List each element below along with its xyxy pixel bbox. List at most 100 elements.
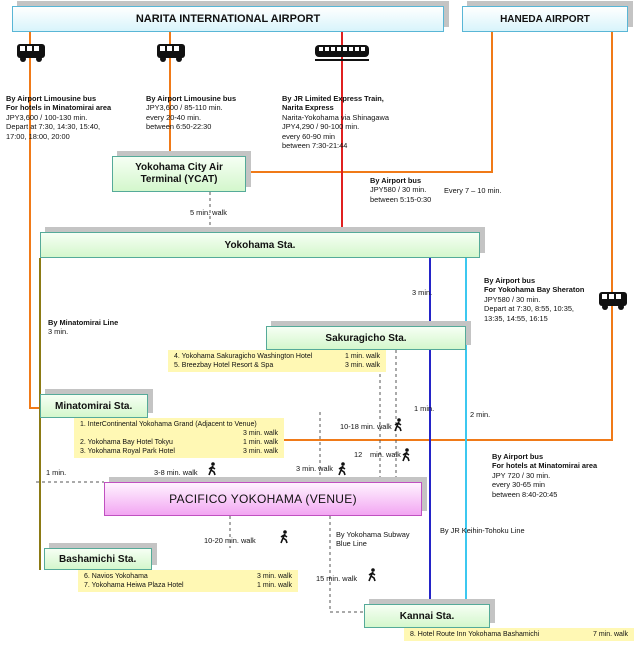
- route-note-line: Depart at 7:30, 14:30, 15:40,: [6, 122, 101, 132]
- walking-routes: [36, 192, 397, 613]
- hotel-row: 8. Hotel Route Inn Yokohama Bashamichi 7 …: [410, 630, 628, 639]
- subway-label-line2: Blue Line: [336, 539, 367, 549]
- walk-12-unit-label: min. walk: [370, 450, 401, 459]
- route-note-line: By Airport bus: [484, 276, 536, 285]
- sakuragicho-station-label: Sakuragicho Sta.: [325, 332, 407, 344]
- route-note-line: For hotels at Minatomirai area: [492, 461, 598, 471]
- route-note-line: Depart at 7:30, 8:55, 10:35,: [484, 304, 574, 314]
- route-note-line: Narita Express: [282, 103, 334, 113]
- route-note-line: JPY4,290 / 90-100 min.: [282, 122, 360, 132]
- bus-icon: [157, 44, 185, 62]
- pedestrian-icon: [394, 418, 402, 432]
- hotel-walk-time: 1 min. walk: [344, 353, 380, 360]
- route-note-line: By JR Limited Express Train,: [282, 94, 384, 103]
- pedestrian-icon: [368, 568, 376, 582]
- hotel-walk-time: 3 min. walk: [242, 448, 278, 455]
- olive-line-1min: 1 min.: [46, 468, 67, 477]
- haneda-airport: HANEDA AIRPORT: [462, 6, 628, 32]
- minatomirai-line-label: By Minatomirai Line 3 min.: [48, 318, 118, 337]
- walk-15-label: 15 min. walk: [316, 574, 358, 583]
- venue-pacifico-yokohama: PACIFICO YOKOHAMA (VENUE): [104, 482, 422, 516]
- route-note-line: For hotels in Minatomirai area: [6, 103, 112, 113]
- hotels-kannai: 8. Hotel Route Inn Yokohama Bashamichi 7 …: [404, 628, 634, 641]
- subway-label-line1: By Yokohama Subway: [336, 530, 410, 539]
- yokohama-station-label: Yokohama Sta.: [224, 239, 296, 251]
- subway-blue-line-label: By Yokohama Subway Blue Line: [336, 530, 410, 549]
- walk-10-20-label: 10-20 min. walk: [204, 536, 256, 545]
- route-note-line: By Airport Limousine bus: [6, 94, 97, 103]
- hotel-walk-time: 1 min. walk: [256, 582, 292, 589]
- sakuragicho-station: Sakuragicho Sta.: [266, 326, 466, 350]
- keihin-line-2min: 2 min.: [470, 410, 491, 419]
- hotel-row: 5. Breezbay Hotel Resort & Spa 3 min. wal…: [174, 361, 380, 370]
- hotel-walk-time: 3 min. walk: [256, 573, 292, 580]
- route-note-line: Narita-Yokohama via Shinagawa: [282, 112, 389, 122]
- kannai-station-label: Kannai Sta.: [399, 610, 455, 622]
- route-note-line: every 60-90 min: [282, 131, 335, 141]
- walk-venue-kannai: [329, 516, 364, 613]
- minatomirai-line-time: 3 min.: [48, 327, 69, 337]
- walk-12-label: 12: [354, 450, 363, 459]
- blue-line-1min: 1 min.: [414, 404, 435, 413]
- minatomirai-line-name: By Minatomirai Line: [48, 318, 119, 327]
- hotel-name: 4. Yokohama Sakuragicho Washington Hotel: [174, 353, 313, 360]
- haneda-ycat-frequency: Every 7 – 10 min.: [444, 186, 502, 195]
- hotel-row: 3. Yokohama Royal Park Hotel 3 min. walk: [80, 447, 278, 456]
- narita-airport: NARITA INTERNATIONAL AIRPORT: [12, 6, 444, 32]
- route-note-line: every 20-40 min.: [146, 112, 202, 122]
- ycat-station: Yokohama City Air Terminal (YCAT): [112, 156, 246, 192]
- route-note-line: between 5:15-0:30: [370, 194, 432, 204]
- route-note-line: JPY 720 / 30 min.: [492, 470, 551, 480]
- kannai-station: Kannai Sta.: [364, 604, 490, 628]
- hotel-row: 7. Yokohama Heiwa Plaza Hotel 1 min. walk: [84, 581, 292, 590]
- route-note-line: JPY580 / 30 min.: [484, 294, 541, 304]
- hotel-name: 3. Yokohama Royal Park Hotel: [80, 448, 175, 455]
- walk-3-label: 3 min. walk: [296, 464, 333, 473]
- hotel-walk-time: 1 min. walk: [242, 439, 278, 446]
- hotel-row: 2. Yokohama Bay Hotel Tokyu 1 min. walk: [80, 438, 278, 447]
- minatomirai-station: Minatomirai Sta.: [40, 394, 148, 418]
- hotel-walk-time: 3 min. walk: [344, 362, 380, 369]
- hotel-name: 7. Yokohama Heiwa Plaza Hotel: [84, 582, 184, 589]
- route-haneda-minatomirai: [265, 32, 613, 441]
- route-narita-minatomirai: [29, 32, 40, 409]
- walk-10-18-label: 10-18 min. walk: [340, 422, 392, 431]
- hotel-name: 5. Breezbay Hotel Resort & Spa: [174, 362, 274, 369]
- route-haneda-ycat: [245, 32, 493, 173]
- blue-line-3min: 3 min.: [412, 288, 433, 297]
- ycat-label-line2: Terminal (YCAT): [140, 174, 218, 185]
- route-note-line: For Yokohama Bay Sheraton: [484, 285, 585, 295]
- route-note-line: JPY3,600 / 100-130 min.: [6, 112, 88, 122]
- hotel-walk-time: 7 min. walk: [592, 631, 628, 638]
- narita-airport-label: NARITA INTERNATIONAL AIRPORT: [135, 13, 321, 25]
- hotels-minatomirai: 1. InterContinental Yokohama Grand (Adja…: [74, 418, 284, 458]
- route-note-line: between 7:30-21:44: [282, 141, 348, 151]
- hotel-name: 8. Hotel Route Inn Yokohama Bashamichi: [410, 631, 540, 638]
- pedestrian-icon: [208, 462, 216, 476]
- hotels-sakuragicho: 4. Yokohama Sakuragicho Washington Hotel…: [168, 350, 386, 372]
- route-note-line: JPY580 / 30 min.: [370, 185, 427, 195]
- train-icon: [315, 45, 369, 61]
- route-note-line: By Airport bus: [492, 452, 544, 461]
- hotel-name: 1. InterContinental Yokohama Grand (Adja…: [80, 421, 257, 428]
- haneda-airport-label: HANEDA AIRPORT: [500, 13, 590, 25]
- pedestrian-icon: [402, 448, 410, 462]
- hotel-walk-time: 3 min. walk: [242, 430, 278, 437]
- bashamichi-station-label: Bashamichi Sta.: [59, 553, 137, 565]
- hotel-name: 6. Navios Yokohama: [84, 573, 148, 580]
- hotel-row: 1. InterContinental Yokohama Grand (Adja…: [80, 420, 278, 429]
- route-note-line: every 30-65 min: [492, 480, 545, 490]
- minatomirai-station-label: Minatomirai Sta.: [55, 400, 133, 412]
- route-note-line: 13:35, 14:55, 16:15: [484, 313, 548, 323]
- keihin-tohoku-line-label: By JR Keihin-Tohoku Line: [440, 526, 525, 535]
- pedestrian-icon: [338, 462, 346, 476]
- hotel-row: 6. Navios Yokohama 3 min. walk: [84, 572, 292, 581]
- route-note-line: JPY3,600 / 85-110 min.: [146, 103, 223, 113]
- hotel-name: 2. Yokohama Bay Hotel Tokyu: [80, 439, 173, 446]
- route-note-line: between 6:50-22:30: [146, 122, 212, 132]
- yokohama-station: Yokohama Sta.: [40, 232, 480, 258]
